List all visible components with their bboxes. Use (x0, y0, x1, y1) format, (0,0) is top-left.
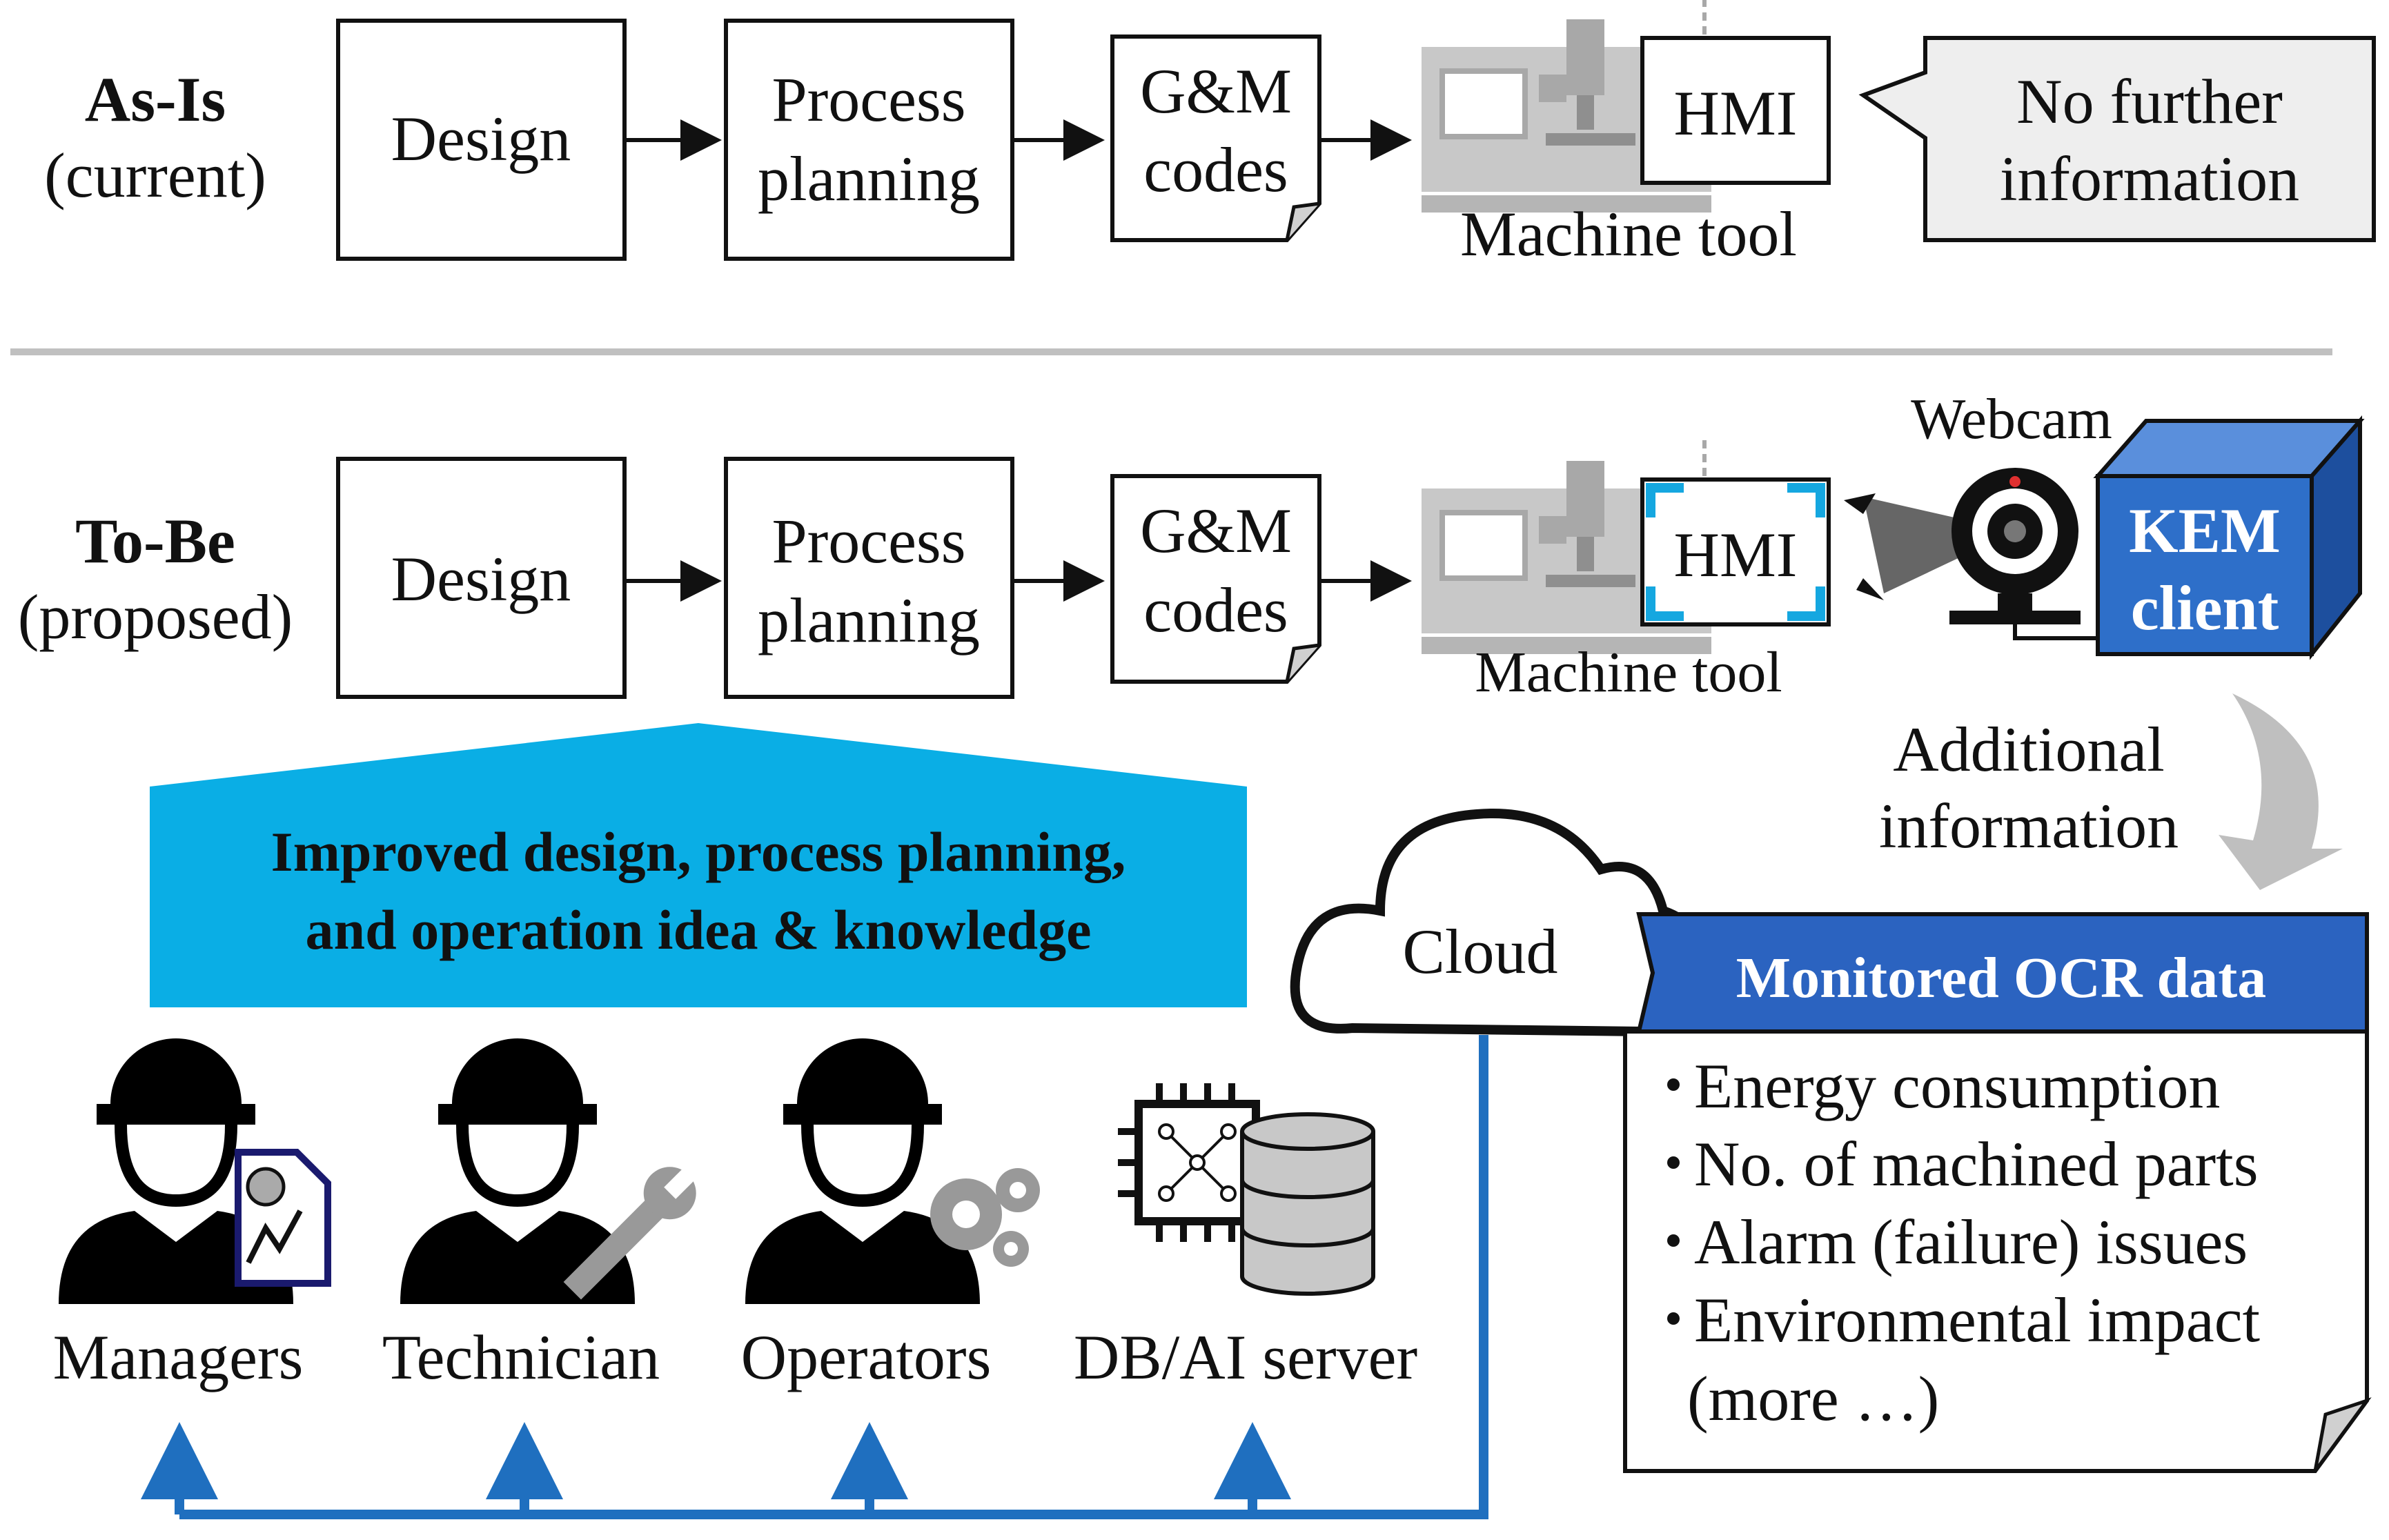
operator-icon (745, 1038, 1040, 1304)
to-be-machine-tool-label: Machine tool (1475, 640, 1782, 704)
db-ai-server-icon (1118, 1083, 1375, 1296)
cloud-distribution-network (141, 1035, 1488, 1519)
as-is-gm-line1: G&M (1140, 56, 1292, 126)
ai-chip-icon (1118, 1083, 1260, 1242)
as-is-process-line1: Process (771, 64, 965, 135)
operators-label: Operators (741, 1322, 992, 1392)
ocr-item: No. of machined parts (1694, 1129, 2259, 1199)
to-be-hmi-box (1640, 477, 1831, 626)
manager-icon (59, 1038, 331, 1304)
technician-label: Technician (382, 1322, 660, 1392)
to-be-gm-line1: G&M (1140, 495, 1292, 566)
as-is-process-box (724, 19, 1014, 261)
banner-line1: Improved design, process planning, (271, 820, 1126, 883)
as-is-process-line2: planning (758, 144, 980, 214)
as-is-gm-fold (1285, 201, 1320, 241)
to-be-subtitle: (proposed) (18, 582, 293, 652)
ocr-header (1636, 912, 2369, 1034)
to-be-process-box (724, 457, 1014, 699)
ocr-item-list: Energy consumption No. of machined parts… (1667, 1051, 2261, 1434)
webcam-icon (1949, 468, 2105, 640)
cone-tip-bottom (1856, 578, 1884, 600)
as-is-gm-line2: codes (1143, 135, 1288, 205)
webcam-view-cone (1863, 497, 2015, 593)
kem-line1: KEM (2129, 495, 2281, 566)
managers-label: Managers (53, 1322, 304, 1392)
to-be-gm-fold (1285, 643, 1320, 682)
curved-arrow-down (2219, 693, 2343, 890)
as-is-subtitle: (current) (44, 140, 266, 210)
as-is-design-label: Design (391, 103, 571, 174)
ocr-item: Environmental impact (1694, 1285, 2261, 1355)
as-is-machine-tool-label: Machine tool (1460, 199, 1797, 269)
additional-info-line2: information (1879, 791, 2179, 861)
as-is-hmi-box (1640, 36, 1831, 185)
as-is-hmi-label: HMI (1674, 78, 1798, 148)
kem-line2: client (2131, 573, 2279, 643)
no-further-info-callout (1858, 36, 2376, 242)
wrench-icon (563, 1165, 698, 1300)
technician-icon (400, 1038, 698, 1310)
as-is-title: As-Is (85, 64, 226, 135)
to-be-row: To-Be (proposed) Design Process planning… (18, 387, 2365, 890)
database-icon (1240, 1112, 1375, 1296)
additional-info-line1: Additional (1893, 714, 2165, 784)
banner-line2: and operation idea & knowledge (306, 898, 1092, 961)
hmi-focus-brackets (1646, 483, 1825, 621)
to-be-design-box (336, 457, 627, 699)
ocr-more: (more …) (1687, 1363, 1939, 1434)
cone-tip-top (1844, 493, 1876, 514)
as-is-row: As-Is (current) Design Process planning … (44, 0, 2376, 269)
callout-line1: No further (2016, 66, 2283, 137)
server-label: DB/AI server (1074, 1322, 1417, 1392)
webcam-label: Webcam (1911, 387, 2112, 451)
knowledge-banner (150, 723, 1247, 1007)
to-be-hmi-label: HMI (1674, 520, 1798, 590)
to-be-design-label: Design (391, 544, 571, 614)
ocr-title: Monitored OCR data (1736, 946, 2266, 1010)
ocr-item: Alarm (failure) issues (1694, 1207, 2248, 1277)
ocr-item: Energy consumption (1694, 1051, 2220, 1121)
to-be-process-line2: planning (758, 585, 980, 655)
to-be-title: To-Be (75, 506, 235, 576)
to-be-process-line1: Process (771, 506, 965, 576)
gears-icon (930, 1168, 1040, 1267)
ocr-data-panel (1623, 912, 2372, 1473)
as-is-design-box (336, 19, 627, 261)
kem-client-cube (2093, 415, 2365, 660)
callout-line2: information (2000, 144, 2299, 214)
to-be-gm-line2: codes (1143, 575, 1288, 645)
cloud-label: Cloud (1403, 916, 1558, 987)
